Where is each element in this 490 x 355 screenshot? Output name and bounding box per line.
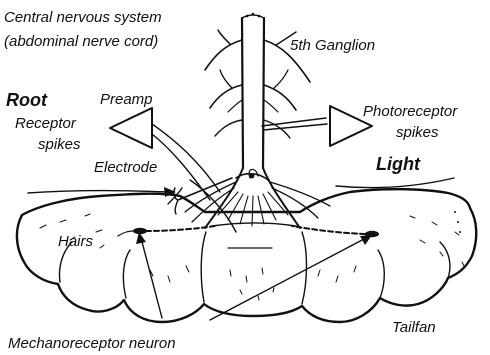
light-arrow (336, 178, 454, 188)
mechanoreceptor-pointers (136, 232, 372, 320)
receptor-spikes-label-line2: spikes (38, 136, 81, 153)
nerve-cord (242, 13, 264, 168)
mechanoreceptor-label: Mechanoreceptor neuron (8, 335, 176, 352)
cns-label-line1: Central nervous system (4, 9, 162, 26)
preamp-label: Preamp (100, 91, 153, 108)
light-label: Light (376, 154, 421, 174)
fifth-ganglion (185, 168, 330, 228)
photoreceptor-lead (262, 118, 327, 130)
electrode-label: Electrode (94, 159, 157, 176)
root-label: Root (6, 90, 48, 110)
photoreceptor-spikes-label-line1: Photoreceptor (363, 103, 458, 120)
ganglion-label: 5th Ganglion (290, 37, 375, 54)
tailfan-label: Tailfan (392, 319, 436, 336)
tailfan-outline (17, 189, 476, 322)
cns-label-line2: (abdominal nerve cord) (4, 33, 158, 50)
receptor-spikes-label-line1: Receptor (15, 115, 77, 132)
hair-stimulus-arrows (28, 180, 236, 232)
hairs-label: Hairs (58, 233, 94, 250)
preamp-left (110, 108, 220, 200)
photoreceptor-spikes-label-line2: spikes (396, 124, 439, 141)
mechanoreceptor-axons (118, 226, 379, 237)
